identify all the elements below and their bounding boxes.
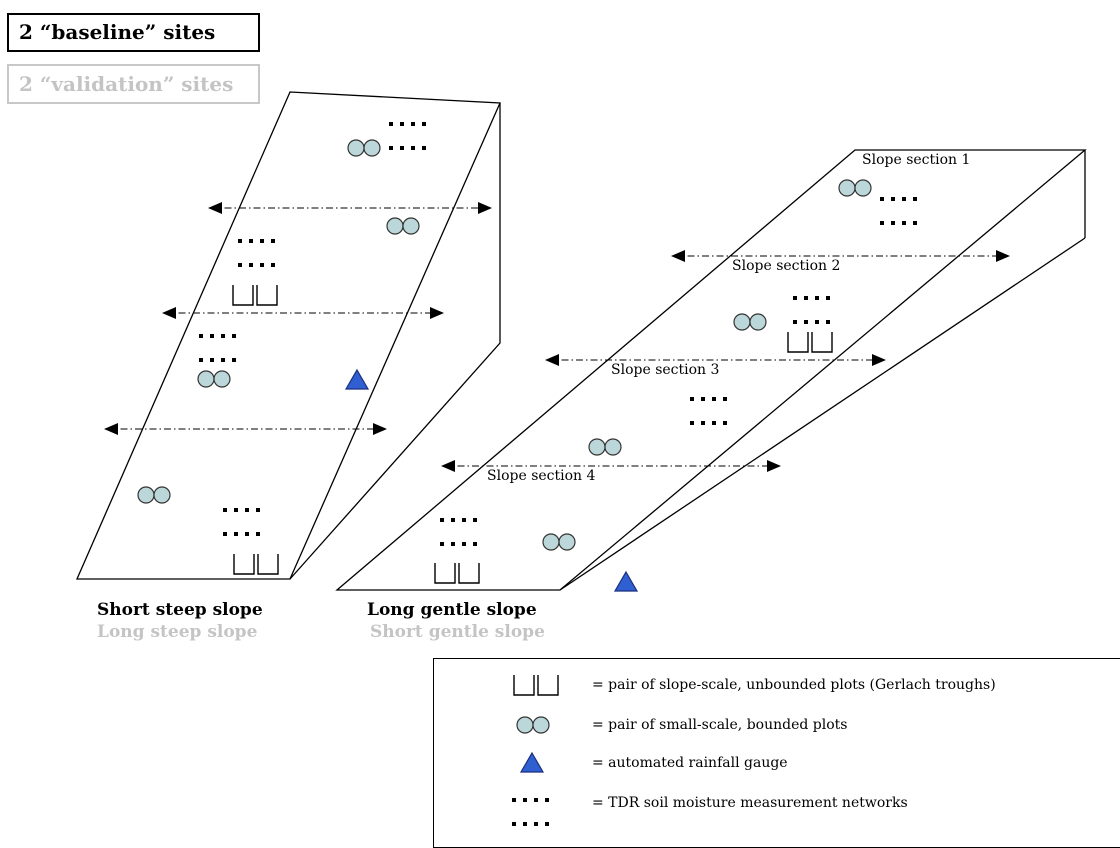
bounded-plots-icon bbox=[542, 533, 576, 551]
tdr-network-icon bbox=[223, 508, 260, 536]
slope-section-3-label: Slope section 3 bbox=[611, 362, 720, 378]
steep-slope-block bbox=[76, 91, 501, 580]
slope-section-2-label: Slope section 2 bbox=[732, 258, 841, 274]
short-steep-slope-label: Short steep slope bbox=[97, 600, 263, 620]
tdr-network-icon bbox=[440, 518, 477, 546]
troughs-icon bbox=[434, 562, 480, 584]
gentle-slope-side-bottom bbox=[559, 237, 1086, 591]
validation-sites-badge: 2 “validation” sites bbox=[7, 64, 260, 104]
slope-section-1-label: Slope section 1 bbox=[862, 152, 971, 168]
baseline-sites-badge: 2 “baseline” sites bbox=[7, 13, 260, 52]
rainfall-gauge-icon bbox=[345, 369, 369, 390]
gentle-slope-block bbox=[335, 149, 1087, 591]
rainfall-gauge-icon bbox=[614, 571, 638, 592]
long-steep-slope-label: Long steep slope bbox=[97, 622, 258, 642]
bounded-plots-icon bbox=[733, 313, 767, 331]
legend-bounded-text: = pair of small-scale, bounded plots bbox=[592, 717, 848, 733]
tdr-network-icon bbox=[389, 122, 426, 150]
bounded-plots-icon bbox=[347, 139, 381, 157]
short-gentle-slope-label: Short gentle slope bbox=[370, 622, 545, 642]
legend-troughs-text: = pair of slope-scale, unbounded plots (… bbox=[592, 677, 996, 693]
steep-slope-side bbox=[289, 103, 501, 580]
legend-tdr-text: = TDR soil moisture measurement networks bbox=[592, 795, 908, 811]
tdr-network-icon bbox=[199, 334, 236, 362]
long-gentle-slope-label: Long gentle slope bbox=[367, 600, 537, 620]
tdr-network-icon bbox=[690, 397, 727, 425]
bounded-plots-icon bbox=[588, 438, 622, 456]
bounded-plots-icon bbox=[386, 217, 420, 235]
troughs-icon bbox=[233, 553, 279, 575]
tdr-network-icon bbox=[880, 197, 917, 225]
legend-gauge-text: = automated rainfall gauge bbox=[592, 755, 788, 771]
bounded-plots-icon bbox=[838, 179, 872, 197]
tdr-network-icon bbox=[238, 239, 275, 267]
troughs-icon bbox=[232, 284, 278, 306]
tdr-network-icon bbox=[793, 296, 830, 324]
slope-section-4-label: Slope section 4 bbox=[487, 468, 596, 484]
bounded-plots-icon bbox=[137, 486, 171, 504]
bounded-plots-icon bbox=[197, 370, 231, 388]
legend-box: = pair of slope-scale, unbounded plots (… bbox=[433, 658, 1120, 848]
troughs-icon bbox=[787, 331, 833, 353]
